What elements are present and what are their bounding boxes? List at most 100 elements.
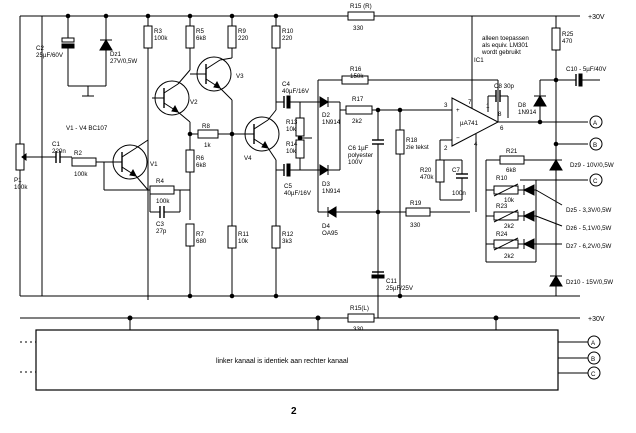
svg-text:27p: 27p bbox=[156, 228, 167, 235]
svg-text:Dz1: Dz1 bbox=[110, 51, 122, 58]
r22-trimmer: R10 10k bbox=[493, 175, 519, 204]
r17-resistor: R17 2k2 bbox=[340, 96, 448, 125]
svg-text:B: B bbox=[593, 142, 597, 149]
svg-text:10k: 10k bbox=[286, 126, 297, 133]
svg-text:R17: R17 bbox=[352, 96, 364, 103]
svg-text:27V/0,5W: 27V/0,5W bbox=[110, 58, 137, 65]
svg-text:25µF/25V: 25µF/25V bbox=[386, 285, 414, 292]
svg-text:R4: R4 bbox=[156, 178, 164, 185]
svg-text:µA741: µA741 bbox=[460, 120, 479, 127]
terminal-c[interactable]: C bbox=[520, 173, 603, 187]
c11-capacitor: C11 25µF/25V bbox=[371, 212, 414, 318]
svg-text:150k: 150k bbox=[350, 73, 364, 80]
svg-text:220n: 220n bbox=[52, 148, 66, 155]
svg-text:10k: 10k bbox=[286, 148, 297, 155]
r19-resistor: R19 330 bbox=[405, 200, 431, 229]
dz9-zener: Dz9 - 10V/0,5W bbox=[549, 150, 614, 296]
svg-text:C7: C7 bbox=[452, 167, 460, 174]
transistor-type-note: V1 - V4 BC107 bbox=[66, 125, 108, 132]
svg-text:470k: 470k bbox=[420, 174, 434, 181]
left-terminal-c[interactable]: C bbox=[587, 366, 601, 380]
bottom-supply-rail: +30V bbox=[20, 316, 605, 323]
svg-text:10k: 10k bbox=[238, 238, 249, 245]
svg-text:6k8: 6k8 bbox=[196, 35, 207, 42]
svg-text:2: 2 bbox=[444, 145, 448, 152]
svg-text:R15 (R): R15 (R) bbox=[350, 3, 372, 10]
svg-text:R21: R21 bbox=[506, 148, 518, 155]
transistor-v4: V4 bbox=[232, 109, 280, 162]
dz10-zener: Dz10 - 15V/0,5W bbox=[549, 275, 613, 287]
svg-text:Dz10 - 15V/0,5W: Dz10 - 15V/0,5W bbox=[566, 279, 613, 286]
svg-text:100k: 100k bbox=[156, 198, 170, 205]
svg-text:C1: C1 bbox=[52, 141, 60, 148]
svg-text:R5: R5 bbox=[196, 28, 204, 35]
dz1-zener: Dz1 27V/0,5W bbox=[99, 16, 137, 86]
svg-text:C3: C3 bbox=[156, 221, 164, 228]
svg-text:D2: D2 bbox=[322, 112, 330, 119]
svg-text:alleen toepassen: alleen toepassen bbox=[482, 35, 529, 42]
left-terminal-b[interactable]: B bbox=[587, 351, 601, 365]
svg-text:Dz7 - 6,2V/0,5W: Dz7 - 6,2V/0,5W bbox=[566, 243, 612, 250]
svg-text:100k: 100k bbox=[154, 35, 168, 42]
svg-text:6: 6 bbox=[500, 125, 504, 132]
r13-resistor: R13 10k bbox=[286, 117, 305, 137]
svg-text:R12: R12 bbox=[282, 231, 294, 238]
r24-trimmer: R24 2k2 bbox=[493, 231, 519, 260]
svg-text:als equiv. LM301: als equiv. LM301 bbox=[482, 42, 529, 49]
r8-resistor: R8 1k bbox=[190, 123, 232, 149]
dz5-zener: Dz5 - 3,3V/0,5W bbox=[518, 184, 612, 214]
svg-text:2k2: 2k2 bbox=[352, 118, 363, 125]
svg-text:P1: P1 bbox=[14, 177, 22, 184]
svg-text:D4: D4 bbox=[322, 223, 330, 230]
terminal-b[interactable]: B bbox=[556, 137, 603, 151]
svg-text:3k3: 3k3 bbox=[282, 238, 293, 245]
transistor-v3: V3 bbox=[190, 56, 244, 101]
svg-text:IC1: IC1 bbox=[474, 57, 484, 64]
page-number: 2 bbox=[291, 406, 297, 417]
svg-text:100k: 100k bbox=[14, 184, 28, 191]
r15-left: R15(L) 330 bbox=[347, 305, 375, 333]
svg-text:Dz9 - 10V/0,5W: Dz9 - 10V/0,5W bbox=[570, 162, 614, 169]
svg-text:C4: C4 bbox=[282, 81, 290, 88]
svg-text:1N914: 1N914 bbox=[322, 119, 341, 126]
svg-text:Dz5 - 3,3V/0,5W: Dz5 - 3,3V/0,5W bbox=[566, 207, 612, 214]
svg-text:polyester: polyester bbox=[348, 152, 373, 159]
terminal-a[interactable]: A bbox=[589, 115, 603, 129]
d4-diode: D4 OA95 bbox=[318, 206, 470, 237]
svg-text:C5: C5 bbox=[284, 183, 292, 190]
svg-text:R16: R16 bbox=[350, 66, 362, 73]
svg-text:R18: R18 bbox=[406, 137, 418, 144]
svg-text:680: 680 bbox=[196, 238, 207, 245]
svg-text:2k2: 2k2 bbox=[504, 223, 515, 230]
c4-capacitor: C4 40µF/16V bbox=[276, 81, 310, 109]
r9-resistor: R9 220 bbox=[227, 16, 249, 58]
svg-text:100k: 100k bbox=[74, 171, 88, 178]
svg-text:330: 330 bbox=[410, 222, 421, 229]
ic1-opamp: + − IC1 µA741 3 2 7 1 8 6 4 bbox=[444, 57, 504, 152]
svg-text:C: C bbox=[591, 371, 596, 378]
r18-resistor: R18 zie tekst bbox=[395, 110, 429, 296]
junction-dots bbox=[65, 13, 559, 321]
svg-text:6k8: 6k8 bbox=[196, 162, 207, 169]
dz6-zener: Dz6 - 5,1V/0,5W bbox=[518, 210, 612, 232]
svg-text:R6: R6 bbox=[196, 155, 204, 162]
svg-text:Dz6 - 5,1V/0,5W: Dz6 - 5,1V/0,5W bbox=[566, 225, 612, 232]
r6-resistor: R6 6k8 bbox=[185, 140, 207, 220]
c6-capacitor: C6 1µF polyester 100V bbox=[348, 110, 384, 296]
left-terminal-a[interactable]: A bbox=[587, 335, 601, 349]
svg-text:220: 220 bbox=[282, 35, 293, 42]
d2-diode: D2 1N914 bbox=[300, 96, 341, 126]
svg-text:V2: V2 bbox=[190, 99, 198, 106]
dz7-zener: Dz7 - 6,2V/0,5W bbox=[518, 238, 612, 250]
svg-text:D8: D8 bbox=[518, 102, 526, 109]
left-channel-block: linker kanaal is identiek aan rechter ka… bbox=[20, 318, 588, 391]
r14-resistor: R14 10k bbox=[286, 139, 305, 159]
d8-diode: D8 1N914 bbox=[518, 80, 547, 122]
svg-text:B: B bbox=[591, 356, 595, 363]
svg-text:R13: R13 bbox=[286, 119, 298, 126]
r4-resistor: R4 100k bbox=[103, 162, 190, 205]
svg-text:A: A bbox=[593, 120, 598, 127]
svg-text:OA95: OA95 bbox=[322, 230, 338, 237]
svg-text:25µF/60V: 25µF/60V bbox=[36, 52, 64, 59]
